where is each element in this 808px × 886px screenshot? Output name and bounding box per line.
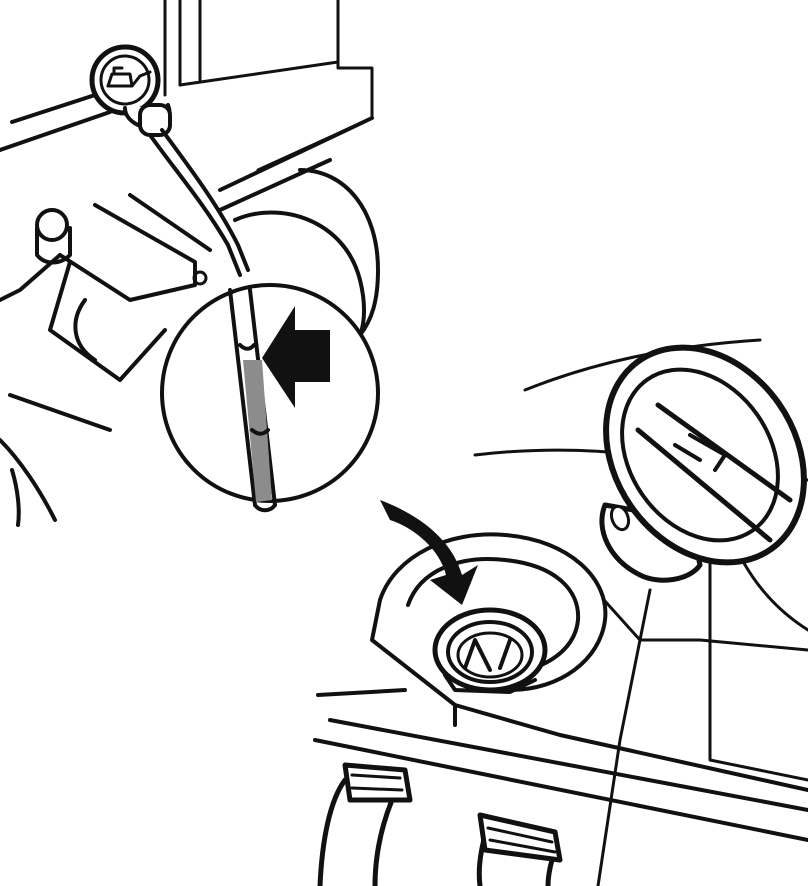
oil-dipstick: [92, 47, 248, 275]
magnified-dipstick-tip: [162, 285, 378, 510]
fill-direction-arrow: [380, 500, 478, 605]
oil-filler-neck: [435, 610, 545, 692]
oil-filler-cap: [565, 309, 808, 601]
